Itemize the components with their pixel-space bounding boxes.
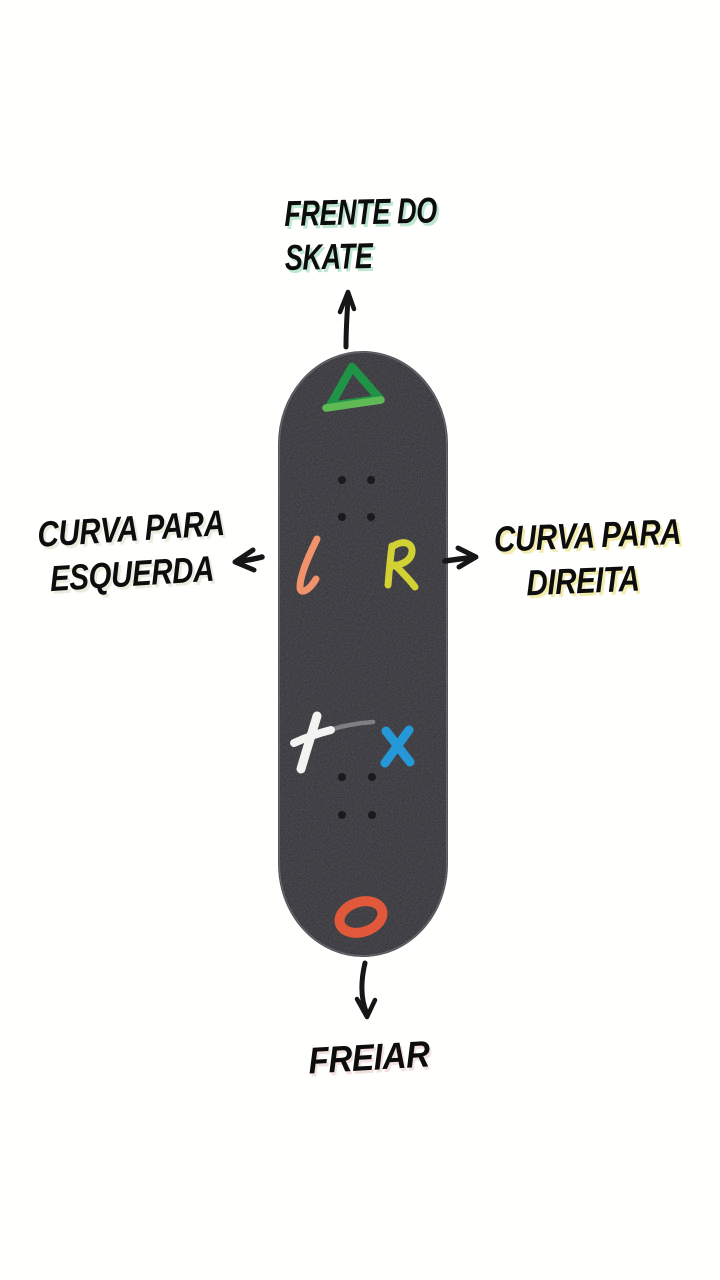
skateboard-deck <box>278 351 448 957</box>
arrow-down-icon <box>354 960 378 1020</box>
truck-hole <box>338 811 346 819</box>
x-symbol <box>380 725 415 768</box>
truck-hole <box>338 513 346 521</box>
letter-r-bowl <box>388 539 416 570</box>
arrow-right-icon <box>442 545 479 570</box>
turn-right-label-line2: DIREITA <box>525 557 640 604</box>
front-label-line2: SKATE <box>284 234 373 278</box>
turn-left-label: CURVA PARA ESQUERDA <box>36 500 226 602</box>
front-label: FRENTE DO SKATE <box>284 188 438 279</box>
truck-hole <box>338 476 346 484</box>
triangle-symbol <box>322 362 385 412</box>
letter-r-leg <box>391 561 419 591</box>
arrow-left-icon <box>232 547 265 573</box>
truck-hole <box>367 513 375 521</box>
circle-symbol <box>334 896 388 938</box>
truck-hole <box>368 773 376 781</box>
direction-arrows <box>232 289 479 1020</box>
truck-holes <box>338 476 376 819</box>
triangle-accent <box>322 396 385 412</box>
turn-right-label-line1: CURVA PARA <box>493 510 682 560</box>
truck-hole <box>368 811 376 819</box>
turn-right-label: CURVA PARA DIREITA <box>493 509 682 606</box>
cross-streak <box>330 719 376 732</box>
truck-hole <box>338 773 346 781</box>
front-label-line1: FRENTE DO <box>284 189 438 234</box>
letter-l-symbol <box>296 535 321 595</box>
cross-vertical <box>296 711 322 774</box>
arrow-up-icon <box>337 289 357 350</box>
cross-symbol <box>290 711 376 774</box>
brake-label: FREIAR <box>296 1033 442 1083</box>
truck-hole <box>367 476 375 484</box>
brake-label-text: FREIAR <box>307 1033 431 1082</box>
cross-bar <box>290 726 335 747</box>
letter-r-symbol <box>384 539 419 591</box>
grip-tape-texture <box>279 352 447 956</box>
x-stroke-2 <box>380 725 414 768</box>
